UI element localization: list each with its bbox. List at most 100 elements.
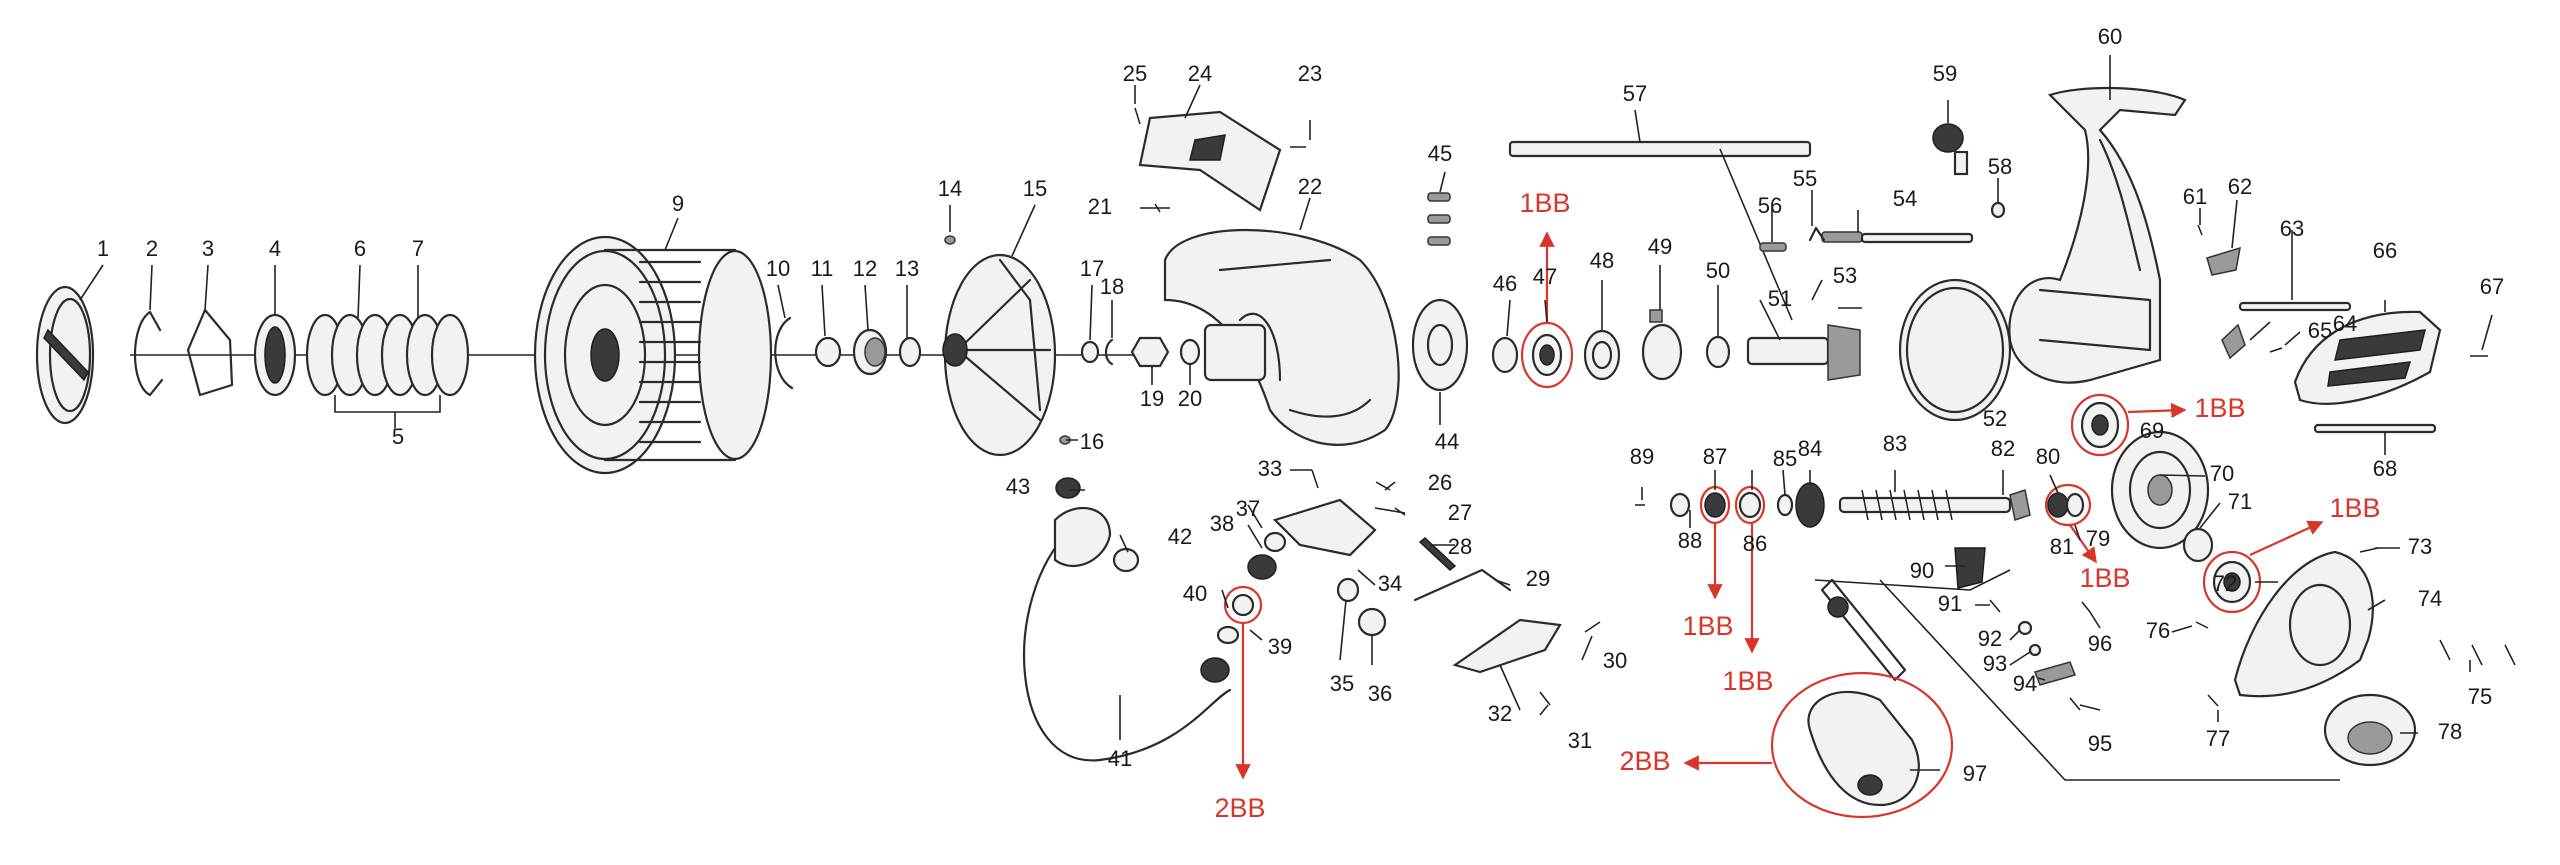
part-label-9: 9 — [672, 191, 684, 216]
part-label-86: 86 — [1743, 531, 1767, 556]
part-label-92: 92 — [1978, 626, 2002, 651]
part-1-spool-cap — [35, 285, 95, 425]
part-33-screw — [1311, 469, 1319, 489]
part-label-70: 70 — [2210, 461, 2234, 486]
part-label-66: 66 — [2373, 238, 2397, 263]
part-label-56: 56 — [1758, 193, 1782, 218]
part-41-bail-wire — [1023, 528, 1232, 762]
part-47-bearing — [1531, 333, 1563, 377]
part-label-27: 27 — [1448, 500, 1472, 525]
part-label-32: 32 — [1488, 701, 1512, 726]
part-label-72: 72 — [2213, 571, 2237, 596]
part-22-bail-housing — [1163, 228, 1400, 446]
part-label-23: 23 — [1298, 61, 1322, 86]
part-35-36-parts — [1336, 577, 1387, 637]
part-76-screw — [2195, 621, 2209, 629]
part-label-5: 5 — [392, 424, 404, 449]
part-50-washer — [1705, 335, 1731, 369]
part-label-14: 14 — [938, 176, 962, 201]
part-label-22: 22 — [1298, 174, 1322, 199]
part-label-54: 54 — [1893, 186, 1917, 211]
part-45-screws — [1427, 192, 1451, 246]
part-label-42: 42 — [1168, 524, 1192, 549]
part-label-88: 88 — [1678, 528, 1702, 553]
part-label-25: 25 — [1123, 61, 1147, 86]
part-label-84: 84 — [1798, 436, 1822, 461]
part-label-61: 61 — [2183, 184, 2207, 209]
part-68-rod — [2313, 423, 2437, 434]
part-label-15: 15 — [1023, 176, 1047, 201]
part-label-76: 76 — [2146, 618, 2170, 643]
leader-lines — [79, 55, 2493, 771]
part-label-89: 89 — [1630, 444, 1654, 469]
part-34-bail-arm — [1272, 498, 1377, 557]
bearing-callout-97 — [1683, 671, 1954, 819]
part-label-91: 91 — [1938, 591, 1962, 616]
part-61-62-parts — [2197, 224, 2241, 276]
part-71-washer — [2182, 527, 2214, 563]
part-13-washer — [898, 336, 922, 368]
part-label-71: 71 — [2228, 489, 2252, 514]
part-label-13: 13 — [895, 256, 919, 281]
part-label-21: 21 — [1088, 194, 1112, 219]
part-label-4: 4 — [269, 236, 281, 261]
part-32-cover-plate — [1452, 618, 1562, 674]
part-label-43: 43 — [1006, 474, 1030, 499]
part-42-roller — [1112, 547, 1140, 573]
bearing-callout-86 — [1734, 485, 1766, 654]
bearing-callout-label: 2BB — [1619, 746, 1670, 776]
part-70-drive-gear — [2110, 430, 2210, 550]
bearing-callout-label: 1BB — [1519, 188, 1570, 218]
part-label-58: 58 — [1988, 154, 2012, 179]
part-84-gear — [1795, 482, 1825, 528]
part-label-2: 2 — [146, 236, 158, 261]
part-label-46: 46 — [1493, 271, 1517, 296]
part-label-33: 33 — [1258, 456, 1282, 481]
part-label-10: 10 — [766, 256, 790, 281]
part-label-68: 68 — [2373, 456, 2397, 481]
bearing-callout-38-39 — [1223, 585, 1263, 780]
part-label-94: 94 — [2013, 671, 2037, 696]
part-60-body — [2008, 86, 2187, 384]
part-label-16: 16 — [1080, 429, 1104, 454]
part-11-washer — [814, 336, 842, 368]
part-label-62: 62 — [2228, 174, 2252, 199]
part-label-41: 41 — [1108, 746, 1132, 771]
part-31-screw — [1539, 691, 1551, 706]
part-label-80: 80 — [2036, 444, 2060, 469]
part-48-bushing — [1583, 329, 1621, 381]
part-57-shaft — [1508, 140, 1812, 321]
part-label-78: 78 — [2438, 719, 2462, 744]
part-46-washer — [1491, 336, 1519, 374]
part-label-90: 90 — [1910, 558, 1934, 583]
part-label-47: 47 — [1533, 264, 1557, 289]
part-78-cap — [2323, 693, 2417, 767]
part-label-93: 93 — [1983, 651, 2007, 676]
part-label-67: 67 — [2480, 274, 2504, 299]
part-97-handle — [1807, 578, 1920, 807]
part-label-1: 1 — [97, 236, 109, 261]
part-69-bearing — [2080, 401, 2120, 449]
part-label-37: 37 — [1236, 496, 1260, 521]
part-44-plate — [1411, 298, 1469, 392]
part-43-knob — [1055, 477, 1081, 499]
part-12-knob — [852, 328, 888, 376]
part-label-73: 73 — [2408, 534, 2432, 559]
part-label-34: 34 — [1378, 571, 1402, 596]
part-label-95: 95 — [2088, 731, 2112, 756]
part-label-59: 59 — [1933, 61, 1957, 86]
part-58-washer — [1990, 201, 2006, 219]
bearing-callout-47 — [1520, 231, 1574, 389]
part-label-6: 6 — [354, 236, 366, 261]
part-40-line-roller — [1053, 506, 1112, 568]
part-label-40: 40 — [1183, 581, 1207, 606]
part-label-49: 49 — [1648, 234, 1672, 259]
part-label-30: 30 — [1603, 648, 1627, 673]
part-label-3: 3 — [202, 236, 214, 261]
part-37-38-bearing-stack — [1200, 531, 1287, 683]
part-label-53: 53 — [1833, 263, 1857, 288]
part-20-washer — [1179, 338, 1201, 366]
part-85-86-87-88-bushings — [1669, 491, 1794, 519]
